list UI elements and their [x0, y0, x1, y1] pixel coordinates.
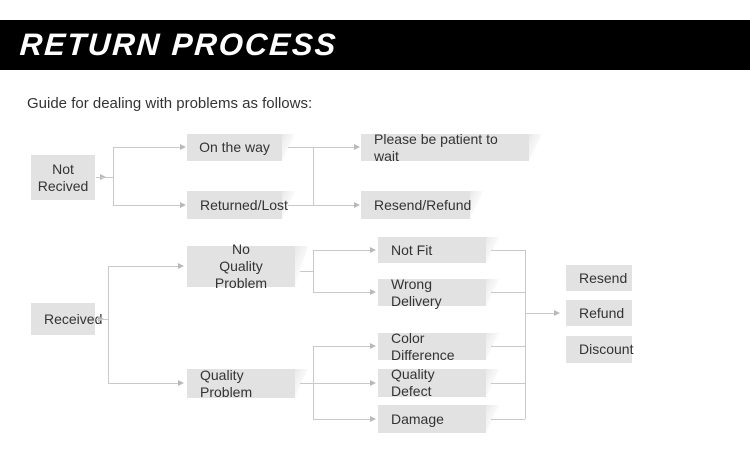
node-damage: Damage — [378, 405, 486, 433]
arrow-to-not-fit — [370, 247, 376, 253]
node-wrong-delivery: Wrong Delivery — [378, 276, 486, 309]
arrow-to-returnedlost — [180, 202, 186, 208]
node-quality-defect: Quality Defect — [378, 366, 486, 399]
arrow-to-quality-defect — [370, 380, 376, 386]
connector-s1-to-resend-refund — [313, 205, 357, 206]
connector-wrongdelivery-merge — [491, 292, 525, 293]
connector-returnedlost-out — [288, 205, 314, 206]
connector-qp-out — [300, 383, 314, 384]
arrow-to-quality — [178, 380, 184, 386]
page-title: RETURN PROCESS — [18, 27, 339, 62]
connector-rc-to-no-quality — [108, 266, 181, 267]
connector-nr-stub — [96, 177, 113, 178]
node-not-fit: Not Fit — [378, 237, 486, 263]
connector-qp-to-color-difference — [313, 346, 373, 347]
node-outcome-discount: Discount — [566, 336, 633, 363]
connector-damage-merge — [491, 419, 525, 420]
connector-s1-merge-vertical — [313, 147, 314, 205]
connector-colordifference-merge — [491, 346, 525, 347]
connector-rc-to-quality — [108, 383, 181, 384]
connector-rc-stub — [96, 319, 109, 320]
connector-nr-vertical — [113, 147, 114, 205]
node-no-quality-problem: No Quality Problem — [187, 241, 295, 291]
connector-ontheway-out — [288, 147, 314, 148]
arrow-to-wait — [354, 144, 360, 150]
connector-nr-to-returnedlost — [113, 205, 183, 206]
connector-rc-vertical — [108, 266, 109, 383]
connector-s1-to-wait — [313, 147, 357, 148]
node-on-the-way: On the way — [187, 134, 282, 161]
connector-notfit-merge — [491, 250, 525, 251]
connector-nq-vertical — [313, 250, 314, 292]
connector-nr-to-ontheway — [113, 147, 183, 148]
guide-text: Guide for dealing with problems as follo… — [27, 95, 313, 112]
connector-nq-out — [300, 271, 314, 272]
arrow-to-damage — [370, 416, 376, 422]
arrow-to-outcomes — [554, 310, 560, 316]
arrow-to-no-quality — [178, 263, 184, 269]
connector-merge-vertical — [525, 250, 526, 419]
node-outcome-refund: Refund — [566, 300, 632, 326]
node-quality-problem: Quality Problem — [187, 367, 295, 400]
arrow-to-ontheway — [180, 144, 186, 150]
arrow-to-color-difference — [370, 343, 376, 349]
node-please-be-patient: Please be patient to wait — [361, 131, 529, 164]
connector-qp-to-quality-defect — [313, 383, 373, 384]
connector-qualitydefect-merge — [491, 383, 525, 384]
arrow-to-resend-refund — [354, 202, 360, 208]
connector-nq-to-not-fit — [313, 250, 373, 251]
connector-qp-to-damage — [313, 419, 373, 420]
connector-merge-to-outcomes — [525, 313, 557, 314]
node-received: Received — [31, 303, 102, 335]
node-resend-refund-action: Resend/Refund — [361, 191, 471, 219]
node-outcome-resend: Resend — [566, 265, 632, 291]
arrow-to-wrong-delivery — [370, 289, 376, 295]
node-not-received: Not Recived — [31, 155, 95, 200]
node-color-difference: Color Difference — [378, 330, 486, 363]
header-bar — [0, 20, 750, 70]
node-returned-lost: Returned/Lost — [187, 191, 288, 219]
connector-qp-vertical — [313, 346, 314, 419]
connector-nq-to-wrong-delivery — [313, 292, 373, 293]
